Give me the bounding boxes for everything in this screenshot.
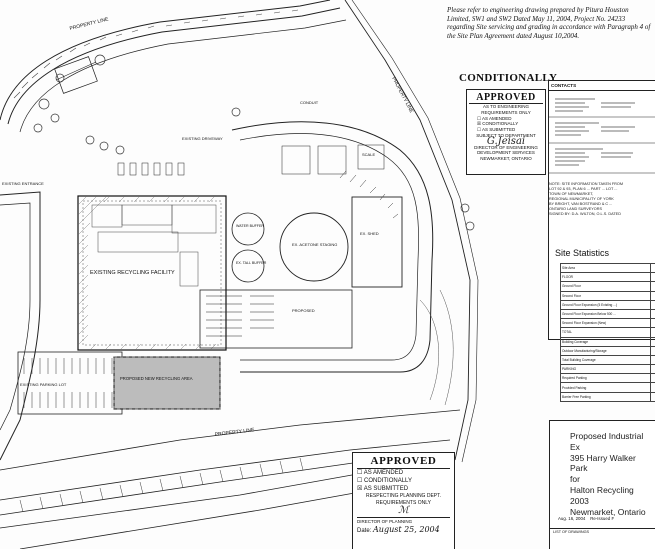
planning-date: Date: August 25, 2004: [357, 525, 440, 535]
label-existing-parking: EXISTING PARKING LOT: [20, 382, 67, 387]
notes-line2: TOWN OF NEWMARKET,: [549, 192, 594, 196]
planning-director: DIRECTOR OF PLANNING: [357, 517, 450, 526]
notes-line4: BY BRIGHT, VAN BOSTRAND & C ...: [549, 202, 613, 206]
label-existing-driveway: EXISTING DRIVEWAY: [182, 136, 223, 141]
label-existing-recycling: EXISTING RECYCLING FACILITY: [90, 270, 175, 276]
east-property-line: [344, 0, 471, 461]
water-buffer-tank: [231, 212, 265, 246]
stamp-line6: NEWMARKET, ONTARIO: [480, 156, 532, 162]
ex-tall-buffer-tank: [231, 249, 265, 283]
table-row: Required Parking: [559, 373, 655, 384]
stamp-line1: AS TO ENGINEERING: [482, 104, 530, 109]
list-of-drawings: LIST OF DRAWINGS: [550, 528, 655, 535]
label-existing-entrance: EXISTING ENTRANCE: [2, 181, 44, 186]
project-title-block: Proposed Industrial Ex 395 Harry Walker …: [549, 420, 655, 549]
planning-opt1: ☐ AS AMENDED: [357, 470, 404, 476]
north-property-curve-outer: [0, 0, 331, 121]
table-row: Total Building Coverage: [559, 354, 655, 366]
label-water-buffer: WATER BUFFER: [236, 224, 264, 228]
table-row: Site Area: [559, 262, 655, 274]
label-acetone: EX. ACETONE STAGING: [292, 242, 337, 247]
engineering-reference-note: Please refer to engineering drawing prep…: [447, 6, 651, 40]
south-property-line: [0, 409, 461, 471]
label-proposed-addition: PROPOSED NEW RECYCLING AREA: [120, 376, 193, 381]
stamp-line2: REQUIREMENTS ONLY: [481, 109, 531, 115]
table-row: Second Floor: [559, 290, 655, 301]
table-row: FLOOR: [559, 272, 655, 283]
label-conduit: CONDUIT: [300, 100, 319, 105]
label-ex-shed: EX. SHED: [360, 231, 379, 236]
contacts-header: CONTACTS: [549, 81, 655, 91]
planning-stamp-title: APPROVED: [357, 455, 450, 469]
stamp-signature: G.Jeisai: [486, 135, 526, 147]
driveway-loop-outer: [231, 121, 434, 373]
label-property-line-e: PROPERTY LINE: [390, 76, 414, 115]
table-row: TOTAL: [559, 327, 655, 338]
table-row: Ground Floor Expansion Below 500 ...: [559, 308, 655, 320]
planning-respecting: RESPECTING PLANNING DEPT.: [365, 493, 441, 499]
planning-opt2: ☐ CONDITIONALLY: [357, 478, 412, 484]
north-property-curve-inner: [7, 7, 341, 125]
ex-shed: [351, 196, 403, 288]
stamp-line5: DEVELOPMENT SERVICES: [477, 150, 535, 156]
contacts-text-lines: [549, 98, 655, 174]
notes-line6: SIGNED BY: D.A. WILTON, O.L.S. DATED: [549, 212, 621, 216]
table-row: Provided Parking: [559, 382, 655, 393]
site-statistics-table: Site Area FLOOR Ground Floor Second Floo…: [559, 262, 655, 402]
label-ex-tall-buffer: EX. TALL BUFFER: [236, 261, 267, 265]
planning-signature-icon: ℳ: [398, 505, 409, 516]
site-statistics-title: Site Statistics: [555, 248, 610, 258]
table-row: Ground Floor: [559, 281, 655, 292]
proposed-addition-shaded: [113, 356, 221, 410]
notes-line1: LOT 92 & 93, PLAN 6 ... PART ... LOT ...: [549, 187, 618, 191]
conditionally-heading: CONDITIONALLY: [459, 72, 558, 84]
site-survey-notes: NOTE: SITE INFORMATION TAKEN FROM LOT 92…: [549, 182, 655, 217]
table-row: Ground Floor Expansion (5 Existing ...): [559, 299, 655, 310]
notes-line0: NOTE: SITE INFORMATION TAKEN FROM: [549, 182, 624, 186]
stamp-title: APPROVED: [469, 92, 543, 104]
west-access-road: [0, 191, 41, 461]
stamp-opt3: ☐ AS SUBMITTED: [477, 127, 516, 133]
label-proposed: PROPOSED: [292, 308, 315, 313]
planning-approval-stamp: APPROVED ☐ AS AMENDED ☐ CONDITIONALLY ☒ …: [352, 452, 455, 549]
engineering-approval-stamp: APPROVED AS TO ENGINEERING REQUIREMENTS …: [466, 89, 546, 175]
stamp-opt2: ☒ CONDITIONALLY: [477, 121, 519, 127]
table-row: Building Coverage: [559, 336, 655, 347]
stamp-line3: SUBJECT TO DEPARTMENT: [476, 132, 536, 138]
table-row: PARKING: [559, 364, 655, 375]
label-scale: SCALE: [362, 152, 375, 157]
stamp-line4: DIRECTOR OF ENGINEERING: [474, 144, 538, 150]
acetone-staging-tank: [279, 212, 349, 282]
project-title: Proposed Industrial Ex 395 Harry Walker …: [570, 431, 646, 517]
notes-line5: ONTARIO LAND SURVEYORS: [549, 207, 603, 211]
planning-requirements: REQUIREMENTS ONLY: [376, 500, 431, 506]
stamp-opt1: ☐ AS AMENDED: [477, 115, 512, 121]
notes-line3: REGIONAL MUNICIPALITY OF YORK: [549, 197, 614, 201]
label-property-line-s: PROPERTY LINE: [215, 427, 256, 438]
table-row: Outdoor Manufacturing/Storage: [559, 345, 655, 356]
table-row: Second Floor Expansion (New): [559, 318, 655, 329]
label-property-line-n: PROPERTY LINE: [69, 16, 110, 32]
table-row: Barrier Free Parking: [559, 391, 655, 402]
planning-opt3: ☒ AS SUBMITTED: [357, 486, 409, 492]
proposed-parking: [199, 289, 353, 349]
project-date: Aug. 16, 2004 Re-Issued F: [558, 516, 615, 521]
existing-recycling-building: [77, 195, 227, 351]
